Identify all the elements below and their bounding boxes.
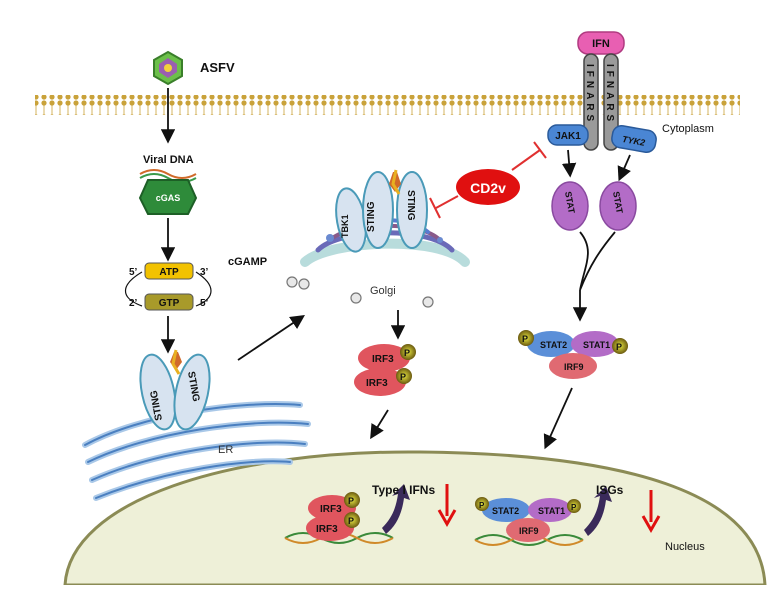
nucleus-label: Nucleus — [665, 541, 705, 553]
p-nuc-1: P — [348, 496, 354, 506]
ifnar-receptors — [583, 53, 619, 151]
irf3-cyto-label-2: IRF3 — [366, 378, 388, 389]
atp-3prime: 3’ — [200, 267, 209, 278]
p-cyto-2: P — [400, 372, 406, 382]
nucleus — [63, 450, 767, 587]
tbk1-label: TBK1 — [340, 214, 350, 238]
sting-dimer-er — [139, 349, 211, 431]
cd2v-label: CD2v — [470, 180, 506, 196]
stat-label-1: STAT — [563, 191, 577, 215]
plasma-membrane — [35, 95, 740, 115]
tyk2-label: TYK2 — [621, 134, 645, 148]
p-nuc-4: P — [571, 503, 577, 512]
stat-monomer-1 — [551, 181, 589, 231]
ifnar-label-2: IFNARS — [604, 64, 615, 125]
cgas-label: cGAS — [156, 193, 181, 203]
virus-icon — [153, 50, 183, 86]
p-nuc-3: P — [479, 501, 485, 510]
p-nuc-2: P — [348, 516, 354, 526]
er-label: ER — [218, 444, 233, 456]
gtp-box — [144, 293, 194, 311]
down-arrow-icon — [437, 484, 457, 528]
stat2-cyto-label: STAT2 — [540, 340, 567, 350]
cgas-hexagon — [138, 179, 198, 215]
irf3-cyto-label-1: IRF3 — [372, 354, 394, 365]
p-cyto-4: P — [616, 342, 622, 352]
sting-tbk1-complex — [335, 169, 428, 253]
gtp-label: GTP — [159, 298, 180, 309]
type1-ifns-label: Type I IFNs — [372, 483, 435, 497]
cd2v-node — [456, 169, 520, 205]
irf3-nuc-label-1: IRF3 — [320, 504, 342, 515]
isgs-label: ISGs — [596, 483, 624, 497]
down-arrow-icon-isg — [641, 490, 661, 534]
arrow-jak1-to-stat — [561, 149, 577, 178]
stat-label-2: STAT — [611, 191, 625, 215]
ifn-ligand — [577, 31, 625, 55]
viral-dna-label: Viral DNA — [143, 154, 194, 166]
irf3-dimer-nucleus — [306, 492, 360, 541]
irf9-nuc-label: IRF9 — [519, 526, 539, 536]
arrow-er-to-golgi — [237, 314, 305, 361]
ifn-label: IFN — [592, 38, 610, 50]
ifnar-label-1: IFNARS — [584, 64, 595, 125]
stat1-cyto-label: STAT1 — [583, 340, 610, 350]
golgi-label: Golgi — [370, 285, 396, 297]
gtp-2prime: 2’ — [129, 298, 138, 309]
p-cyto-1: P — [404, 348, 410, 358]
cgamp-ring — [124, 271, 212, 307]
isgf3-complex-cyto — [518, 330, 628, 379]
stat-monomer-2 — [599, 181, 637, 231]
irf3-dimer-cyto — [354, 344, 416, 396]
sting-er-label-1: STING — [149, 389, 165, 421]
atp-5prime: 5’ — [129, 267, 138, 278]
tyk2-box — [611, 125, 657, 153]
cgamp-label: cGAMP — [228, 256, 267, 268]
jak1-label: JAK1 — [555, 131, 581, 142]
up-arrow-icon — [382, 484, 410, 534]
isgf3-complex-nucleus — [475, 497, 581, 542]
stat1-nuc-label: STAT1 — [538, 506, 565, 516]
inhibition-arrow-icon — [429, 141, 547, 219]
arrow-irf3-to-nucleus — [370, 409, 389, 440]
golgi-vesicles — [286, 276, 434, 308]
irf3-nuc-label-2: IRF3 — [316, 524, 338, 535]
sting-er-label-2: STING — [185, 371, 201, 403]
atp-box — [144, 262, 194, 280]
asfv-label: ASFV — [200, 60, 235, 75]
sting-golgi-label-1: STING — [366, 201, 377, 232]
up-arrow-icon-isg — [584, 486, 612, 536]
irf9-cyto-label: IRF9 — [564, 362, 584, 372]
atp-label: ATP — [159, 267, 179, 278]
p-cyto-3: P — [522, 334, 528, 344]
sting-golgi-label-2: STING — [405, 190, 416, 221]
cytoplasm-label: Cytoplasm — [662, 123, 714, 135]
stat2-nuc-label: STAT2 — [492, 506, 519, 516]
arrow-tyk2-to-stat — [617, 154, 631, 182]
arrow-isgf3-to-nucleus — [543, 387, 573, 450]
stat-merge-curves — [579, 231, 616, 291]
gtp-5prime: 5’ — [200, 298, 209, 309]
jak1-box — [547, 124, 589, 146]
